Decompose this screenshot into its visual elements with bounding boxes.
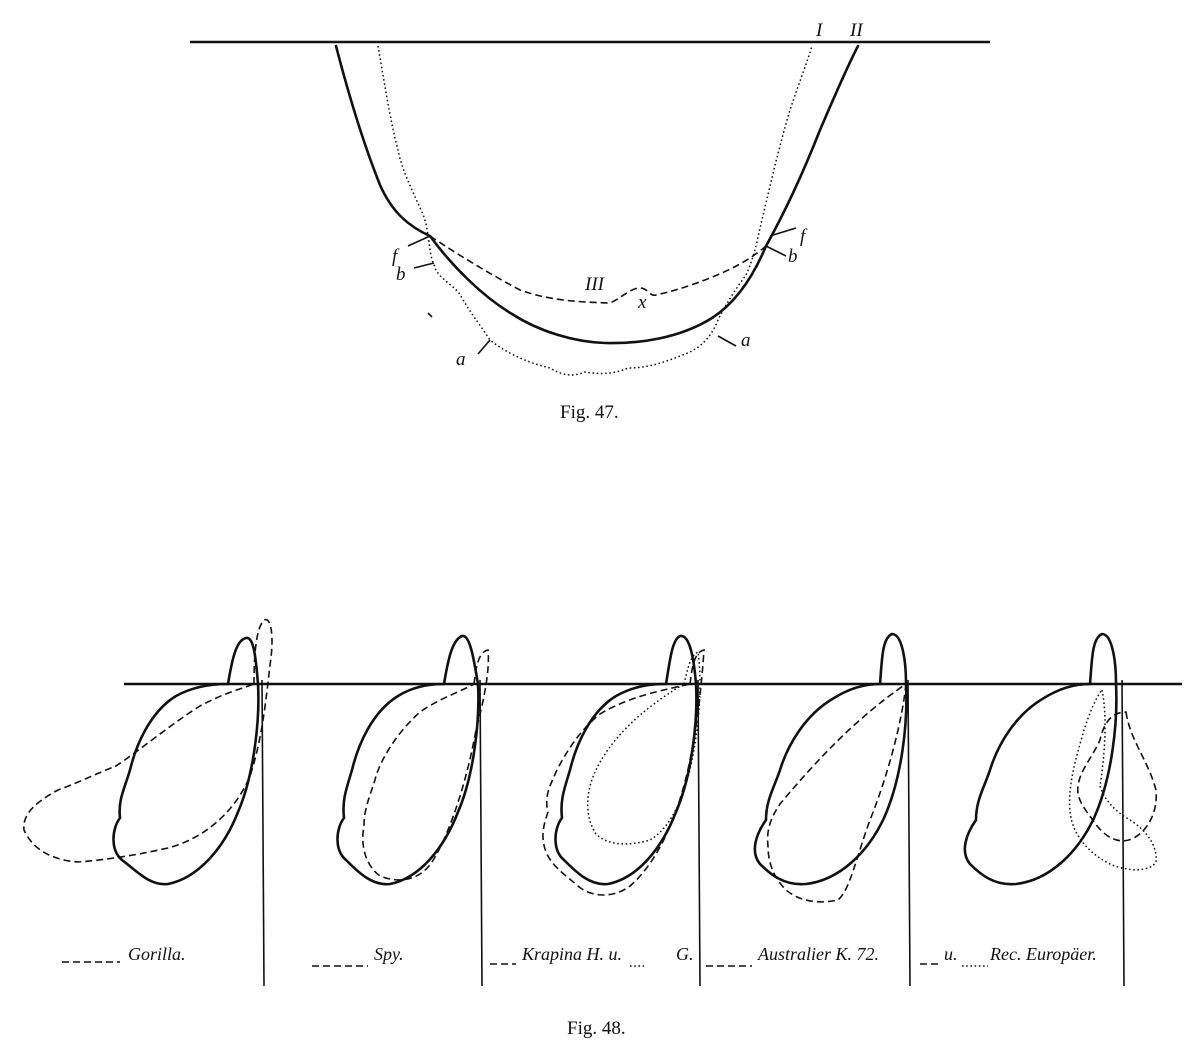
panel-australier-outline xyxy=(753,632,908,886)
fig47-label-III: III xyxy=(584,274,606,295)
panel-europaeer-outline xyxy=(963,632,1118,886)
fig48-panel-australier xyxy=(753,632,911,987)
fig48-panel-spy xyxy=(336,634,490,987)
fig47-curve-III xyxy=(429,235,767,304)
fig48-panel-krapina xyxy=(542,634,705,987)
legend-rec-u-label: u. xyxy=(944,944,958,964)
legend-krapina-label: Krapina H. u. xyxy=(521,944,622,964)
legend-australier-label: Australier K. 72. xyxy=(757,944,879,964)
legend-spy-label: Spy. xyxy=(374,944,404,964)
fig47-diagram: I II III x f b a f b a xyxy=(190,20,990,376)
legend-rec-europaeer-label: Rec. Europäer. xyxy=(989,944,1097,964)
fig47-curve-I xyxy=(377,45,813,376)
fig47-tick-marks xyxy=(407,227,797,355)
fig48-legend: Gorilla. Spy. Krapina H. u. G. Australie… xyxy=(62,944,1097,967)
fig47-curve-II xyxy=(334,44,860,345)
panel-europaeer-u-comparison xyxy=(1076,711,1158,842)
fig48-diagram: Gorilla. Spy. Krapina H. u. G. Australie… xyxy=(23,618,1182,987)
fig47-label-II: II xyxy=(849,20,864,41)
fig47-label-left-a: a xyxy=(456,349,466,370)
legend-krapina-g-label: G. xyxy=(676,944,694,964)
fig47-label-left-b: b xyxy=(396,264,406,285)
fig47-label-x: x xyxy=(637,292,647,313)
panel-europaeer-rec-comparison xyxy=(1068,688,1157,871)
fig47-label-right-b: b xyxy=(788,246,798,267)
fig47-label-I: I xyxy=(815,20,824,41)
fig48-panel-gorilla xyxy=(23,618,273,987)
panel-spy-comparison xyxy=(362,649,490,881)
panel-spy-outline xyxy=(336,634,480,886)
panel-krapina-H-comparison xyxy=(542,649,705,896)
fig48-panel-europaeer xyxy=(963,632,1158,987)
fig48-caption: Fig. 48. xyxy=(567,1018,626,1039)
panel-krapina-outline xyxy=(554,634,698,886)
panel-australier-comparison xyxy=(766,682,907,903)
fig47-label-right-f: f xyxy=(800,226,808,247)
panel-gorilla-comparison xyxy=(23,618,273,863)
fig47-label-right-a: a xyxy=(741,330,751,351)
panel-krapina-G-comparison xyxy=(587,650,701,845)
fig47-caption: Fig. 47. xyxy=(560,402,619,423)
legend-gorilla-label: Gorilla. xyxy=(128,944,186,964)
fig47-label-left-f: f xyxy=(392,246,400,267)
panel-gorilla-outline xyxy=(112,636,260,886)
